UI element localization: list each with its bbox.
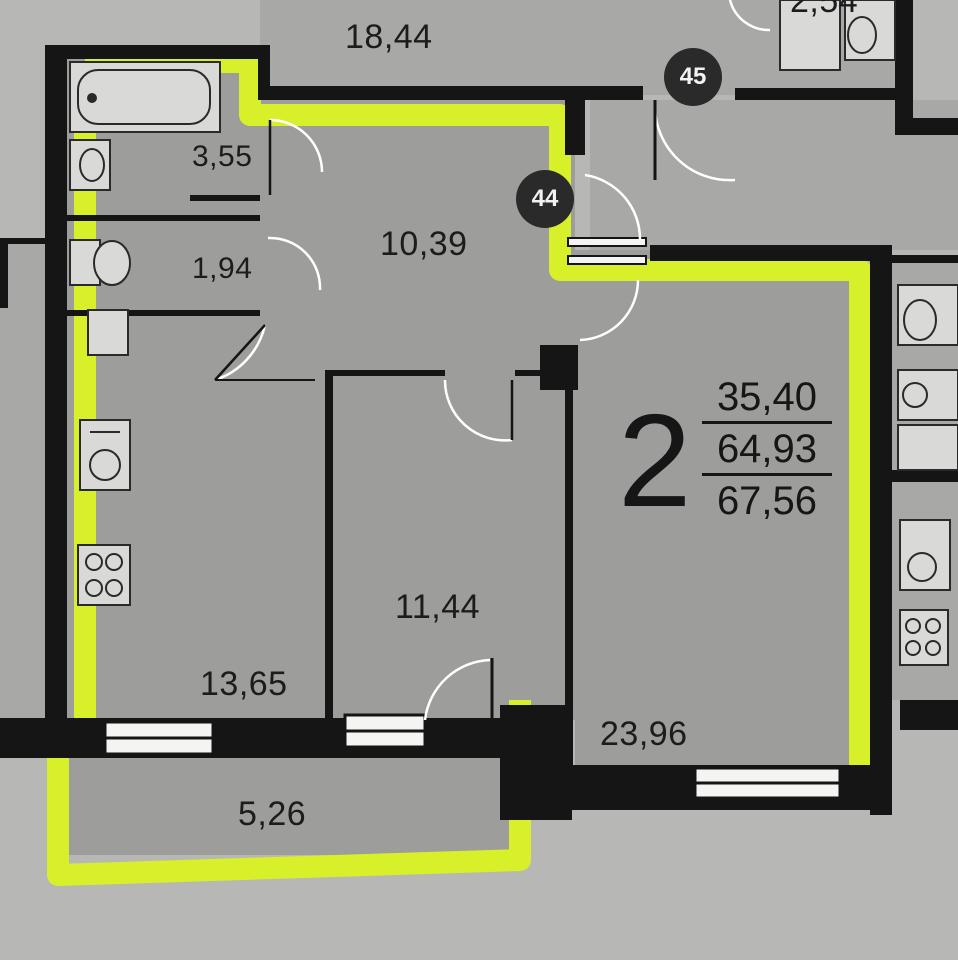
room-area-neighbor-top-right: 2,54 xyxy=(790,0,859,20)
room-area-living-room: 23,96 xyxy=(600,715,688,753)
door-swings xyxy=(214,0,771,721)
apartment-floor xyxy=(55,55,865,855)
total-area-value: 64,93 xyxy=(702,427,832,476)
room-area-bedroom: 11,44 xyxy=(395,588,481,626)
door-badge-44: 44 xyxy=(516,170,574,228)
kitchen-counter xyxy=(87,309,129,356)
apartment-rooms-count: 2 xyxy=(618,387,692,534)
door-badge-45: 45 xyxy=(664,48,722,106)
fixtures xyxy=(69,0,958,666)
room-area-neighbor-top: 18,44 xyxy=(345,18,433,56)
room-area-toilet: 1,94 xyxy=(192,252,253,285)
room-area-balcony: 5,26 xyxy=(238,795,307,833)
windows xyxy=(103,237,842,800)
room-area-kitchen: 13,65 xyxy=(200,665,288,703)
total-with-balcony-value: 67,56 xyxy=(716,479,818,523)
stove-fixture xyxy=(77,544,131,606)
apartment-area-summary: 35,40 64,93 67,56 xyxy=(702,375,832,528)
living-area-value: 35,40 xyxy=(702,375,832,424)
room-area-hallway: 10,39 xyxy=(380,225,468,263)
room-area-bathroom: 3,55 xyxy=(192,140,253,173)
